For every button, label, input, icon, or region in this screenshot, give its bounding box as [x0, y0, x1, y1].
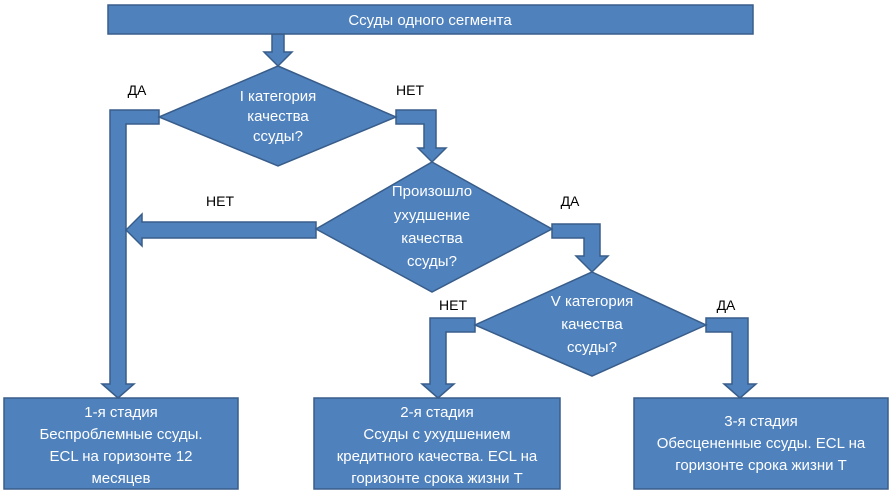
arrow-q3-no-to-stage2	[420, 317, 476, 399]
stage-box-1-shape	[3, 397, 239, 490]
label-q1-yes: ДА	[128, 82, 147, 98]
arrow-q1-no-to-q2	[395, 109, 448, 164]
top-box: Ссуды одного сегмента	[107, 4, 754, 35]
stage-3-title: 3-я стадия	[724, 413, 797, 430]
decision-q2-line-3: качества	[401, 230, 463, 247]
decision-q1-line-1: I категория	[240, 88, 317, 105]
decision-q1: I категория качества ссуды?	[157, 65, 398, 167]
arrow-q3-yes-to-stage3	[705, 317, 758, 399]
decision-q3: V категория качества ссуды?	[473, 271, 708, 377]
stage-box-2: 2-я стадия Ссуды с ухудшением кредитного…	[313, 397, 561, 490]
top-box-label: Ссуды одного сегмента	[348, 12, 512, 29]
label-q1-no: НЕТ	[396, 82, 424, 98]
stage-2-title: 2-я стадия	[400, 404, 473, 421]
arrow-q2-yes-to-q3	[551, 223, 610, 274]
decision-q3-line-3: ссуды?	[567, 339, 617, 356]
stage-box-1: 1-я стадия Беспроблемные ссуды. ECL на г…	[3, 397, 239, 490]
stage-box-2-shape	[313, 397, 561, 490]
top-box-shape	[107, 4, 754, 35]
stage-3-line-2: Обесцененные ссуды. ECL на	[657, 435, 866, 452]
decision-q3-shape	[473, 271, 708, 377]
decision-q1-line-3: ссуды?	[253, 128, 303, 145]
decision-q2: Произошло ухудшение качества ссуды?	[314, 161, 554, 293]
label-q3-no: НЕТ	[439, 297, 467, 313]
label-q2-yes: ДА	[561, 193, 580, 209]
arrow-q1-yes-to-stage1	[100, 109, 160, 399]
decision-q3-line-1: V категория	[551, 293, 633, 310]
stage-box-3: 3-я стадия Обесцененные ссуды. ECL на го…	[633, 397, 889, 490]
connectors	[100, 33, 758, 399]
stage-1-line-3: ECL на горизонте 12	[49, 448, 192, 465]
decision-q2-line-1: Произошло	[392, 183, 472, 200]
label-q3-yes: ДА	[717, 297, 736, 313]
arrow-q2-no-to-left	[124, 212, 317, 248]
decision-q2-line-2: ухудшение	[394, 207, 470, 224]
decision-q2-line-4: ссуды?	[407, 253, 457, 270]
stage-2-line-2: Ссуды с ухудшением	[363, 426, 510, 443]
stage-1-line-4: месяцев	[91, 470, 150, 487]
decision-q1-shape	[157, 65, 398, 167]
stage-box-3-shape	[633, 397, 889, 490]
arrow-top-to-q1	[262, 33, 294, 68]
stage-2-line-4: горизонте срока жизни Т	[351, 470, 523, 487]
branch-labels: ДА НЕТ НЕТ ДА НЕТ ДА	[128, 82, 736, 313]
decision-q2-shape	[314, 161, 554, 293]
stage-2-line-3: кредитного качества. ECL на	[337, 448, 538, 465]
decision-q3-line-2: качества	[561, 316, 623, 333]
stage-1-title: 1-я стадия	[84, 404, 157, 421]
stage-3-line-3: горизонте срока жизни Т	[675, 457, 847, 474]
label-q2-no: НЕТ	[206, 193, 234, 209]
decision-q1-line-2: качества	[247, 108, 309, 125]
stage-1-line-2: Беспроблемные ссуды.	[39, 426, 202, 443]
